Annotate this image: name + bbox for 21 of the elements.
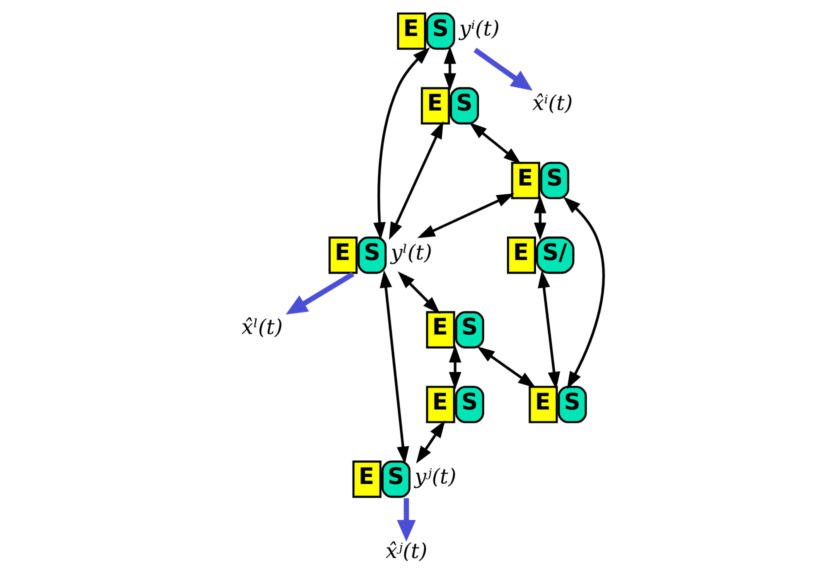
arrow bbox=[379, 270, 409, 464]
arrow bbox=[416, 193, 514, 238]
arrow bbox=[473, 48, 532, 91]
arrow bbox=[476, 346, 536, 388]
arrow bbox=[533, 196, 546, 240]
arrow bbox=[397, 271, 440, 314]
arrow bbox=[468, 122, 521, 164]
arrow bbox=[416, 420, 445, 464]
arrow bbox=[388, 121, 443, 240]
arrow bbox=[372, 47, 430, 240]
node-label: yⁱ(t) bbox=[458, 16, 500, 40]
arrow bbox=[448, 344, 461, 390]
arrow bbox=[443, 46, 456, 91]
node-label: yˡ(t) bbox=[390, 240, 432, 264]
node-text: x̂ⁱ(t) bbox=[532, 90, 572, 115]
arrow bbox=[562, 196, 604, 390]
arrow bbox=[396, 498, 416, 542]
node-text: x̂ˡ(t) bbox=[240, 314, 282, 339]
node-text: x̂ʲ(t) bbox=[385, 539, 427, 564]
node-label: yʲ(t) bbox=[414, 464, 456, 488]
arrow bbox=[537, 270, 560, 390]
